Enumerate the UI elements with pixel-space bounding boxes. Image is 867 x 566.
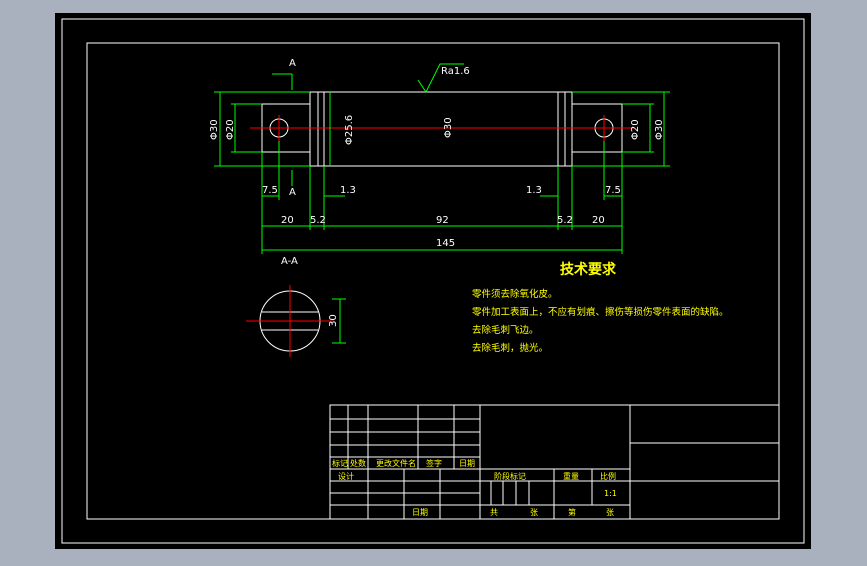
dim-l-right-end: 20 — [592, 215, 605, 226]
tech-req-line-4: 去除毛刺，抛光。 — [472, 342, 548, 354]
dim-l-left-hole: 7.5 — [262, 185, 278, 196]
dim-d-body: Φ30 — [443, 117, 454, 138]
dim-d-left-inner: Φ20 — [225, 119, 236, 140]
dim-d-left-outer: Φ30 — [209, 119, 220, 140]
tb-header-sign: 签字 — [426, 458, 442, 468]
dim-section: 30 — [328, 314, 339, 327]
tech-req-line-1: 零件须去除氧化皮。 — [472, 288, 558, 300]
tb-header-count: 处数 — [350, 458, 366, 468]
tb-scale: 比例 — [600, 471, 616, 481]
dim-d-right-inner: Φ20 — [630, 119, 641, 140]
dim-l-total: 145 — [436, 238, 455, 249]
section-view — [246, 285, 334, 357]
dim-l-right-hole: 7.5 — [605, 185, 621, 196]
tb-scale-value: 1:1 — [604, 489, 617, 498]
roughness-label: Ra1.6 — [441, 66, 470, 77]
section-label: A-A — [281, 256, 298, 267]
tb-sheet-unit: 张 — [530, 508, 538, 517]
tb-date: 日期 — [412, 508, 428, 517]
tb-total: 共 — [490, 508, 498, 517]
tb-header-mark: 标记 — [332, 458, 348, 468]
tech-req-title: 技术要求 — [560, 261, 617, 278]
dim-l-body: 92 — [436, 215, 449, 226]
tb-weight: 重量 — [563, 471, 579, 481]
tech-req-line-3: 去除毛刺飞边。 — [472, 324, 539, 336]
dimension-texts: Ra1.6 A A Φ30 Φ20 Φ25.6 Φ30 Φ20 Φ30 7.5 … — [209, 58, 665, 327]
tech-req-line-2: 零件加工表面上，不应有划痕、擦伤等损伤零件表面的缺陷。 — [472, 306, 729, 318]
tb-header-date: 日期 — [459, 459, 475, 468]
dim-l-groove-left: 1.3 — [340, 185, 356, 196]
outer-frame — [61, 18, 805, 544]
dim-l-left-end: 20 — [281, 215, 294, 226]
section-marker-bottom: A — [289, 187, 296, 198]
dim-l-step-right: 5.2 — [557, 215, 573, 226]
tech-requirements: 技术要求 零件须去除氧化皮。 零件加工表面上，不应有划痕、擦伤等损伤零件表面的缺… — [472, 261, 729, 354]
tb-no: 第 — [568, 507, 576, 517]
sheet-background — [55, 13, 811, 549]
dim-d-body-small: Φ25.6 — [344, 115, 355, 145]
tb-header-file: 更改文件名 — [376, 458, 416, 468]
tb-stage-mark: 阶段标记 — [494, 471, 526, 481]
section-marker-top: A — [289, 58, 296, 69]
dim-l-step-left: 5.2 — [310, 215, 326, 226]
dimension-lines — [214, 63, 670, 344]
title-block — [329, 404, 780, 520]
dim-l-groove-right: 1.3 — [526, 185, 542, 196]
tb-sheet-unit2: 张 — [606, 508, 614, 517]
title-block-texts: 标记 处数 更改文件名 签字 日期 设计 日期 阶段标记 重量 比例 1:1 共… — [332, 458, 617, 517]
dim-d-right-outer: Φ30 — [654, 119, 665, 140]
tb-design: 设计 — [338, 471, 354, 481]
